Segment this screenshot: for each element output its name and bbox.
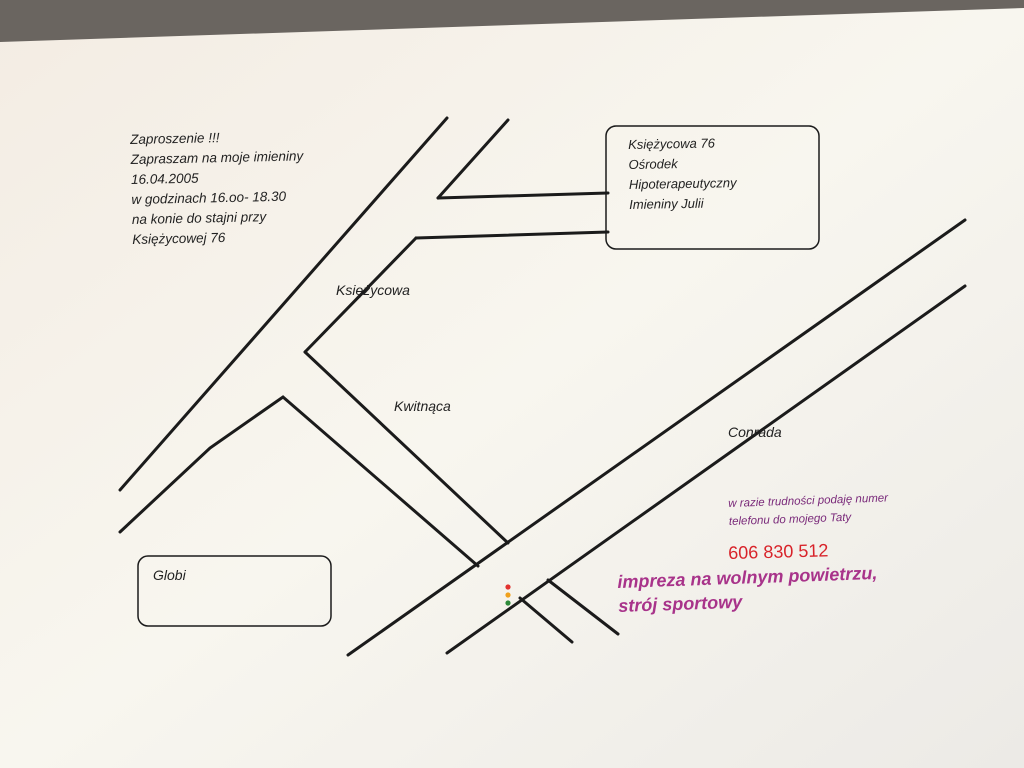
traffic-light-icon	[505, 584, 511, 606]
kwitnaca-edge-1	[303, 350, 510, 545]
conrada-edge-2	[445, 284, 967, 655]
venue-box	[605, 125, 820, 250]
invitation-line: Zapraszam na moje imieniny	[130, 148, 304, 167]
venue-line: Hipoterapeutyczny	[628, 175, 737, 192]
venue-road-top	[436, 191, 610, 200]
phone-number: 606 830 512	[728, 540, 829, 563]
kwitnaca-edge-2	[118, 395, 480, 568]
street-label-ksiezycowa: Księżycowa	[336, 282, 410, 298]
venue-line: Ośrodek	[628, 156, 678, 172]
south-road-edge-1	[518, 596, 574, 644]
globi-label: Globi	[153, 567, 186, 583]
road-lines	[118, 116, 967, 657]
paper-shadow-top	[0, 0, 1024, 42]
invitation-line: w godzinach 16.oo- 18.30	[131, 188, 287, 207]
event-note: impreza na wolnym powietrzu, strój sport…	[617, 561, 879, 618]
south-road-edge-2	[546, 578, 620, 636]
street-label-conrada: Conrada	[728, 424, 782, 440]
street-label-kwitnaca: Kwitnąca	[394, 398, 451, 414]
road-left-edge-2a	[436, 118, 510, 200]
venue-line: Imieniny Julii	[629, 195, 704, 212]
conrada-edge-1	[346, 218, 967, 657]
contact-note: w razie trudności podaję numer telefonu …	[728, 489, 889, 531]
venue-text: Księżycowa 76 Ośrodek Hipoterapeutyczny …	[628, 133, 737, 215]
invitation-text: Zaproszenie !!! Zapraszam na moje imieni…	[130, 126, 305, 250]
road-left-edge-2b	[303, 236, 418, 354]
venue-road-bottom	[414, 230, 610, 240]
globi-box	[137, 555, 332, 627]
venue-line: Księżycowa 76	[628, 135, 716, 152]
road-left-edge-1	[118, 116, 449, 492]
invitation-line: Księżycowej 76	[132, 230, 226, 247]
